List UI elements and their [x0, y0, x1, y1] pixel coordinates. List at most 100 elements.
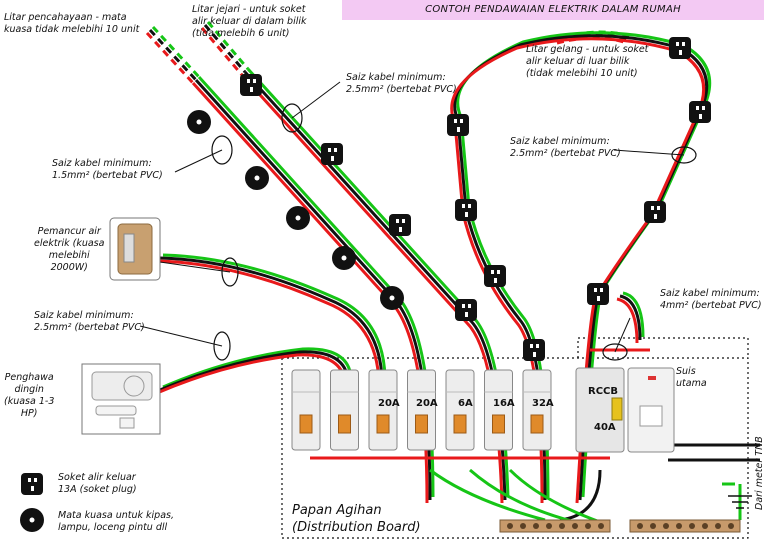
lighting-circuit-label: Litar pencahayaan - mata kuasa tidak mel… — [4, 12, 140, 35]
aircond-callout-leader — [139, 325, 223, 347]
aircond-cable-earth — [162, 347, 353, 389]
breaker-rating-4: 20A — [416, 398, 438, 409]
aircond-unit — [91, 371, 153, 401]
breaker-rating-6: 16A — [493, 398, 515, 409]
mcb-breaker — [407, 369, 436, 451]
radial-cable-label: Saiz kabel minimum: 2.5mm² (bertebat PVC… — [346, 72, 457, 95]
aircond-remote — [119, 417, 135, 429]
radial-cable-tail-earth — [206, 21, 250, 70]
legend-socket-icon-pin — [31, 486, 34, 491]
main-switch-indicator — [648, 376, 656, 380]
water-heater-label: Pemancur air elektrik (kuasa melebihi 20… — [34, 226, 105, 273]
aircond-cable-live — [156, 353, 347, 395]
breaker-rating-7: 32A — [532, 398, 554, 409]
aircond-cable-neutral — [159, 350, 350, 392]
socket-outlet-icon-pin — [468, 304, 471, 308]
socket-outlet-icon-pin — [676, 42, 679, 46]
mcb-breaker — [484, 369, 513, 451]
terminal-screw — [546, 523, 552, 529]
mcb-toggle — [415, 414, 428, 434]
socket-outlet-icon-pin — [651, 206, 654, 210]
ring-cable-right-live — [450, 37, 706, 504]
terminal-screw — [598, 523, 604, 529]
diagram-title: CONTOH PENDAWAIAN ELEKTRIK DALAM RUMAH — [342, 0, 764, 20]
socket-outlet-icon-pin — [533, 352, 536, 357]
socket-outlet-icon-pin — [600, 288, 603, 292]
socket-outlet-icon — [644, 201, 666, 223]
legend-socket-icon — [21, 473, 43, 495]
heater-cable-earth — [162, 253, 387, 378]
terminal-screw — [559, 523, 565, 529]
socket-outlet-icon-pin — [654, 214, 657, 219]
mcb-breaker — [291, 369, 321, 451]
socket-outlet-icon — [455, 199, 477, 221]
socket-outlet-icon — [455, 299, 477, 321]
legend-point-icon-dot — [29, 517, 35, 523]
heater-callout-ellipse — [221, 257, 239, 287]
mcb-toggle — [530, 414, 544, 434]
socket-outlet-icon — [447, 114, 469, 136]
earth-ground-icon — [728, 495, 752, 509]
terminal-screw — [715, 523, 721, 529]
mcb-breaker — [522, 369, 552, 451]
rccb-rating: 40A — [594, 422, 616, 433]
socket-outlet-icon — [689, 101, 711, 123]
ring-cable-right-neutral — [453, 34, 709, 501]
rccb-test-button — [611, 397, 623, 421]
main-callout-ellipse — [602, 343, 628, 361]
legend-socket-label: Soket alir keluar 13A (soket plug) — [58, 472, 137, 495]
rccb-body — [575, 367, 625, 453]
water-heater-panel — [123, 233, 135, 263]
terminal-screw — [520, 523, 526, 529]
terminal-screw — [585, 523, 591, 529]
socket-outlet-icon-pin — [491, 270, 494, 274]
ring-cable-right-earth — [456, 31, 712, 498]
socket-outlet-icon-pin — [468, 204, 471, 208]
socket-outlet-icon-pin — [454, 119, 457, 123]
terminal-screw — [507, 523, 513, 529]
main-feed-cable-live — [616, 297, 639, 344]
power-point-icon-dot — [196, 119, 202, 125]
heater-cable-neutral — [159, 256, 384, 381]
socket-outlet-icon-pin — [462, 304, 465, 308]
main-feed-cable-earth — [622, 291, 645, 338]
lighting-cable-tail-live — [145, 31, 195, 85]
main-callout-leader — [614, 317, 631, 353]
rccb-label: RCCB — [588, 386, 618, 397]
ring-callout-leader — [613, 149, 685, 156]
socket-outlet-icon-pin — [679, 50, 682, 55]
socket-outlet-icon-pin — [494, 278, 497, 283]
distribution-board-outline — [281, 357, 749, 539]
terminal-screw — [663, 523, 669, 529]
main-switch-toggle — [639, 405, 663, 427]
earth-to-bar — [429, 468, 601, 524]
heater-cable-live — [156, 259, 381, 384]
mcb-breaker — [445, 369, 475, 451]
socket-outlet-icon-pin — [399, 227, 402, 232]
legend-socket-icon-pin — [28, 478, 31, 482]
lighting-cable-label: Saiz kabel minimum: 1.5mm² (bertebat PVC… — [52, 158, 163, 181]
power-point-icon-dot — [295, 215, 301, 221]
socket-outlet-icon-pin — [702, 106, 705, 110]
ring-callout-ellipse — [671, 146, 697, 164]
socket-outlet-icon-pin — [457, 127, 460, 132]
socket-outlet-icon-pin — [657, 206, 660, 210]
heater-cable-label: Saiz kabel minimum: 2.5mm² (bertebat PVC… — [34, 310, 145, 333]
socket-outlet-icon-pin — [696, 106, 699, 110]
socket-outlet-icon-pin — [328, 148, 331, 152]
socket-outlet-icon-pin — [460, 119, 463, 123]
mcb-toggle — [492, 414, 505, 434]
socket-outlet-icon — [389, 214, 411, 236]
socket-outlet-icon — [587, 283, 609, 305]
aircond-fan — [123, 375, 145, 397]
mcb-toggle — [453, 414, 467, 434]
socket-outlet-icon — [523, 339, 545, 361]
power-point-icon-dot — [254, 175, 260, 181]
socket-outlet-icon-pin — [253, 79, 256, 83]
radial-callout-leader — [291, 81, 341, 119]
legend-point-label: Mata kuasa untuk kipas, lampu, loceng pi… — [58, 510, 174, 533]
mcb-breaker — [330, 369, 359, 451]
aircond-label: Penghawa dingin (kuasa 1-3 HP) — [4, 372, 55, 419]
socket-outlet-icon — [669, 37, 691, 59]
